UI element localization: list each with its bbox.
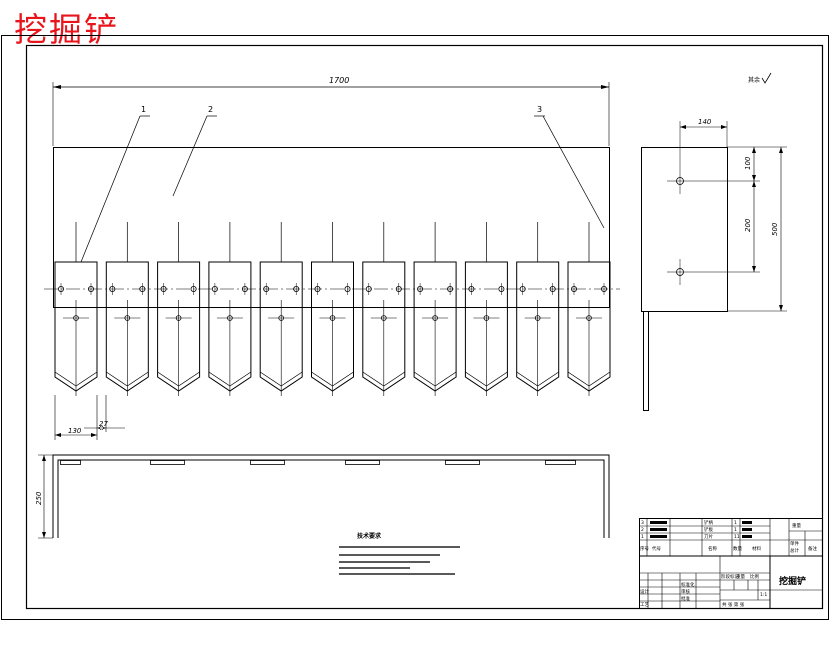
outer-sheet-border [1, 35, 829, 620]
drawing-title-stamp: 挖掘铲 [14, 10, 119, 49]
tine [105, 222, 149, 396]
tb-label-process: 工艺 [640, 602, 649, 608]
tb-label-approve: 批准 [681, 595, 690, 602]
roughness-note: 其余 [748, 72, 772, 84]
side-dim-hole-spacing-label: 200 [744, 218, 752, 232]
tine [413, 222, 457, 396]
tine-gap-dimension: 27 [84, 395, 125, 432]
bom-row-2-name: 铲板 [704, 526, 713, 533]
side-dim-upper-label: 100 [744, 156, 752, 170]
tb-label-mass: 重量 [736, 573, 745, 580]
side-handle [643, 311, 649, 411]
tb-label-scale: 比例 [750, 573, 759, 580]
tb-label-check: 审核 [681, 588, 690, 595]
tine [311, 222, 354, 396]
tech-req-heading: 技术要求 [357, 532, 382, 540]
bom-header-remarks: 备注 [808, 545, 817, 552]
tine-group [54, 222, 611, 396]
bom-header-total: 总计 [790, 547, 799, 554]
blade-plate [53, 147, 610, 308]
bottom-clip [60, 460, 81, 465]
bottom-view: 250 [35, 454, 610, 539]
overall-width-dimension: 1700 [52, 76, 610, 146]
tb-label-stage: 阶段标记 [721, 573, 739, 580]
bottom-clip [250, 460, 285, 465]
bom-row-2-qty: 1 [734, 527, 737, 533]
callout-3: 3 [537, 105, 542, 114]
bottom-clips [60, 460, 576, 465]
roughness-note-text: 其余 [748, 76, 760, 84]
bottom-height-label: 250 [35, 491, 43, 505]
tine-width-dimension: 130 [54, 395, 98, 440]
tb-label-standard: 标准化 [681, 581, 695, 588]
tine [157, 222, 201, 396]
bom-header-name: 名称 [708, 545, 717, 552]
side-plate [641, 147, 728, 312]
bottom-height-dimension: 250 [35, 454, 53, 539]
callout-1: 1 [141, 105, 146, 114]
bom-header-code: 代号 [652, 545, 661, 552]
bottom-clip [150, 460, 185, 465]
bom-header-mass: 重量 [792, 522, 801, 529]
bom-header-qty: 数量 [733, 545, 742, 552]
part-callouts: 1 2 3 [80, 105, 605, 263]
tine-width-label: 130 [68, 427, 82, 435]
bom-header-material: 材料 [752, 545, 761, 552]
tb-drawing-name: 挖掘铲 [779, 575, 806, 587]
bottom-clip [445, 460, 480, 465]
side-holes [667, 168, 693, 285]
tine [516, 222, 560, 396]
side-dim-total-label: 500 [771, 222, 779, 236]
side-view: 140 100 200 500 [641, 118, 787, 411]
tb-scale-value: 1:1 [760, 592, 767, 598]
drawing-frame [25, 44, 824, 610]
tine [362, 222, 406, 396]
technical-requirements: 技术要求 [339, 532, 460, 575]
callout-2: 2 [208, 105, 213, 114]
bottom-clip [345, 460, 380, 465]
overall-width-label: 1700 [329, 76, 349, 85]
bom-row-3-no: 3 [641, 520, 644, 526]
tb-label-sheet: 共 张 第 张 [722, 601, 745, 608]
side-dim-upper: 100 [744, 147, 756, 181]
bom-row-3-name: 铲柄 [704, 519, 713, 526]
bom-row-1-qty: 11 [734, 534, 740, 540]
bom-row-1-name: 刀片 [704, 533, 713, 540]
bom-row-1-no: 1 [641, 534, 644, 540]
tb-label-design: 设计 [640, 588, 649, 595]
tine [54, 222, 98, 396]
tine-gap-label: 27 [99, 420, 108, 428]
bom-header-no: 序号 [640, 545, 649, 552]
bom-header-unit: 单件 [790, 540, 799, 547]
side-dim-top: 140 [679, 118, 728, 168]
tine [208, 222, 252, 396]
tine [567, 222, 611, 396]
tine [464, 222, 508, 396]
front-view: 1700 1 2 3 130 [44, 76, 620, 440]
side-dim-top-label: 140 [698, 118, 712, 126]
side-dim-hole-spacing: 200 [744, 181, 756, 272]
side-dim-total: 500 [771, 147, 783, 311]
bom-row-2-no: 2 [641, 527, 644, 533]
bottom-clip [545, 460, 576, 465]
bottom-channel [52, 454, 610, 538]
tine [259, 222, 303, 396]
bom-row-3-qty: 1 [734, 520, 737, 526]
title-block: 3 铲柄 1 2 铲板 1 1 刀片 11 序号 代号 名称 数量 材料 单件 … [639, 518, 823, 609]
